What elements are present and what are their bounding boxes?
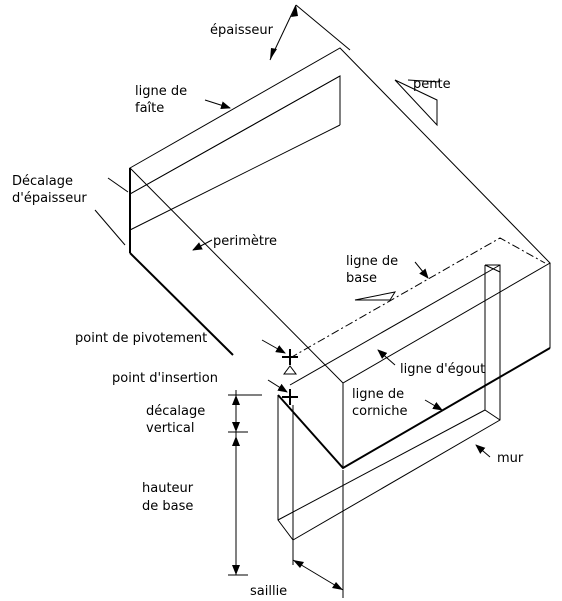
label-pivot: point de pivotement <box>75 331 207 346</box>
label-base-height-1: hauteur <box>142 481 194 496</box>
wall-inner-bottom <box>277 409 486 521</box>
pivot-marker <box>282 349 298 375</box>
label-thickness-offset-1: Décalage <box>12 174 73 189</box>
label-thickness: épaisseur <box>210 23 274 38</box>
label-base-height-2: de base <box>142 499 193 514</box>
vertical-dimensions <box>228 390 262 576</box>
overhang-dimension <box>292 470 344 598</box>
insertion-marker <box>282 389 298 405</box>
wall-inner-right <box>484 265 501 421</box>
base-line <box>289 237 546 359</box>
wall-top <box>484 264 501 273</box>
thickness-offset-dimension <box>94 177 129 246</box>
label-cornice-2: corniche <box>352 404 407 419</box>
label-baseline-1: ligne de <box>346 254 398 269</box>
roof-bottom-edge-left <box>129 252 234 356</box>
label-vertical-offset-1: décalage <box>146 404 205 419</box>
label-vertical-offset-2: vertical <box>146 421 194 436</box>
label-thickness-offset-2: d'épaisseur <box>12 191 87 206</box>
label-ridge-2: faîte <box>135 101 164 116</box>
label-wall: mur <box>497 451 524 466</box>
wall <box>277 264 501 541</box>
label-ridge-1: ligne de <box>135 84 187 99</box>
label-overhang: saillie <box>250 584 287 599</box>
label-baseline-2: base <box>346 271 377 286</box>
roof-slab <box>129 47 551 470</box>
base-triangle <box>354 291 397 301</box>
label-eave: ligne d'égout <box>400 362 485 377</box>
label-slope: pente <box>413 77 451 92</box>
thickness-dimension <box>269 4 351 61</box>
slope-triangle <box>394 79 438 127</box>
ridge-line <box>129 75 341 195</box>
label-insertion: point d'insertion <box>112 371 218 386</box>
label-perimeter: perimètre <box>213 234 277 249</box>
eave-line <box>289 264 501 386</box>
leader-lines <box>192 79 491 458</box>
roof-thickness-diag <box>129 124 341 231</box>
label-cornice-1: ligne de <box>352 387 404 402</box>
wall-outer <box>277 264 501 541</box>
